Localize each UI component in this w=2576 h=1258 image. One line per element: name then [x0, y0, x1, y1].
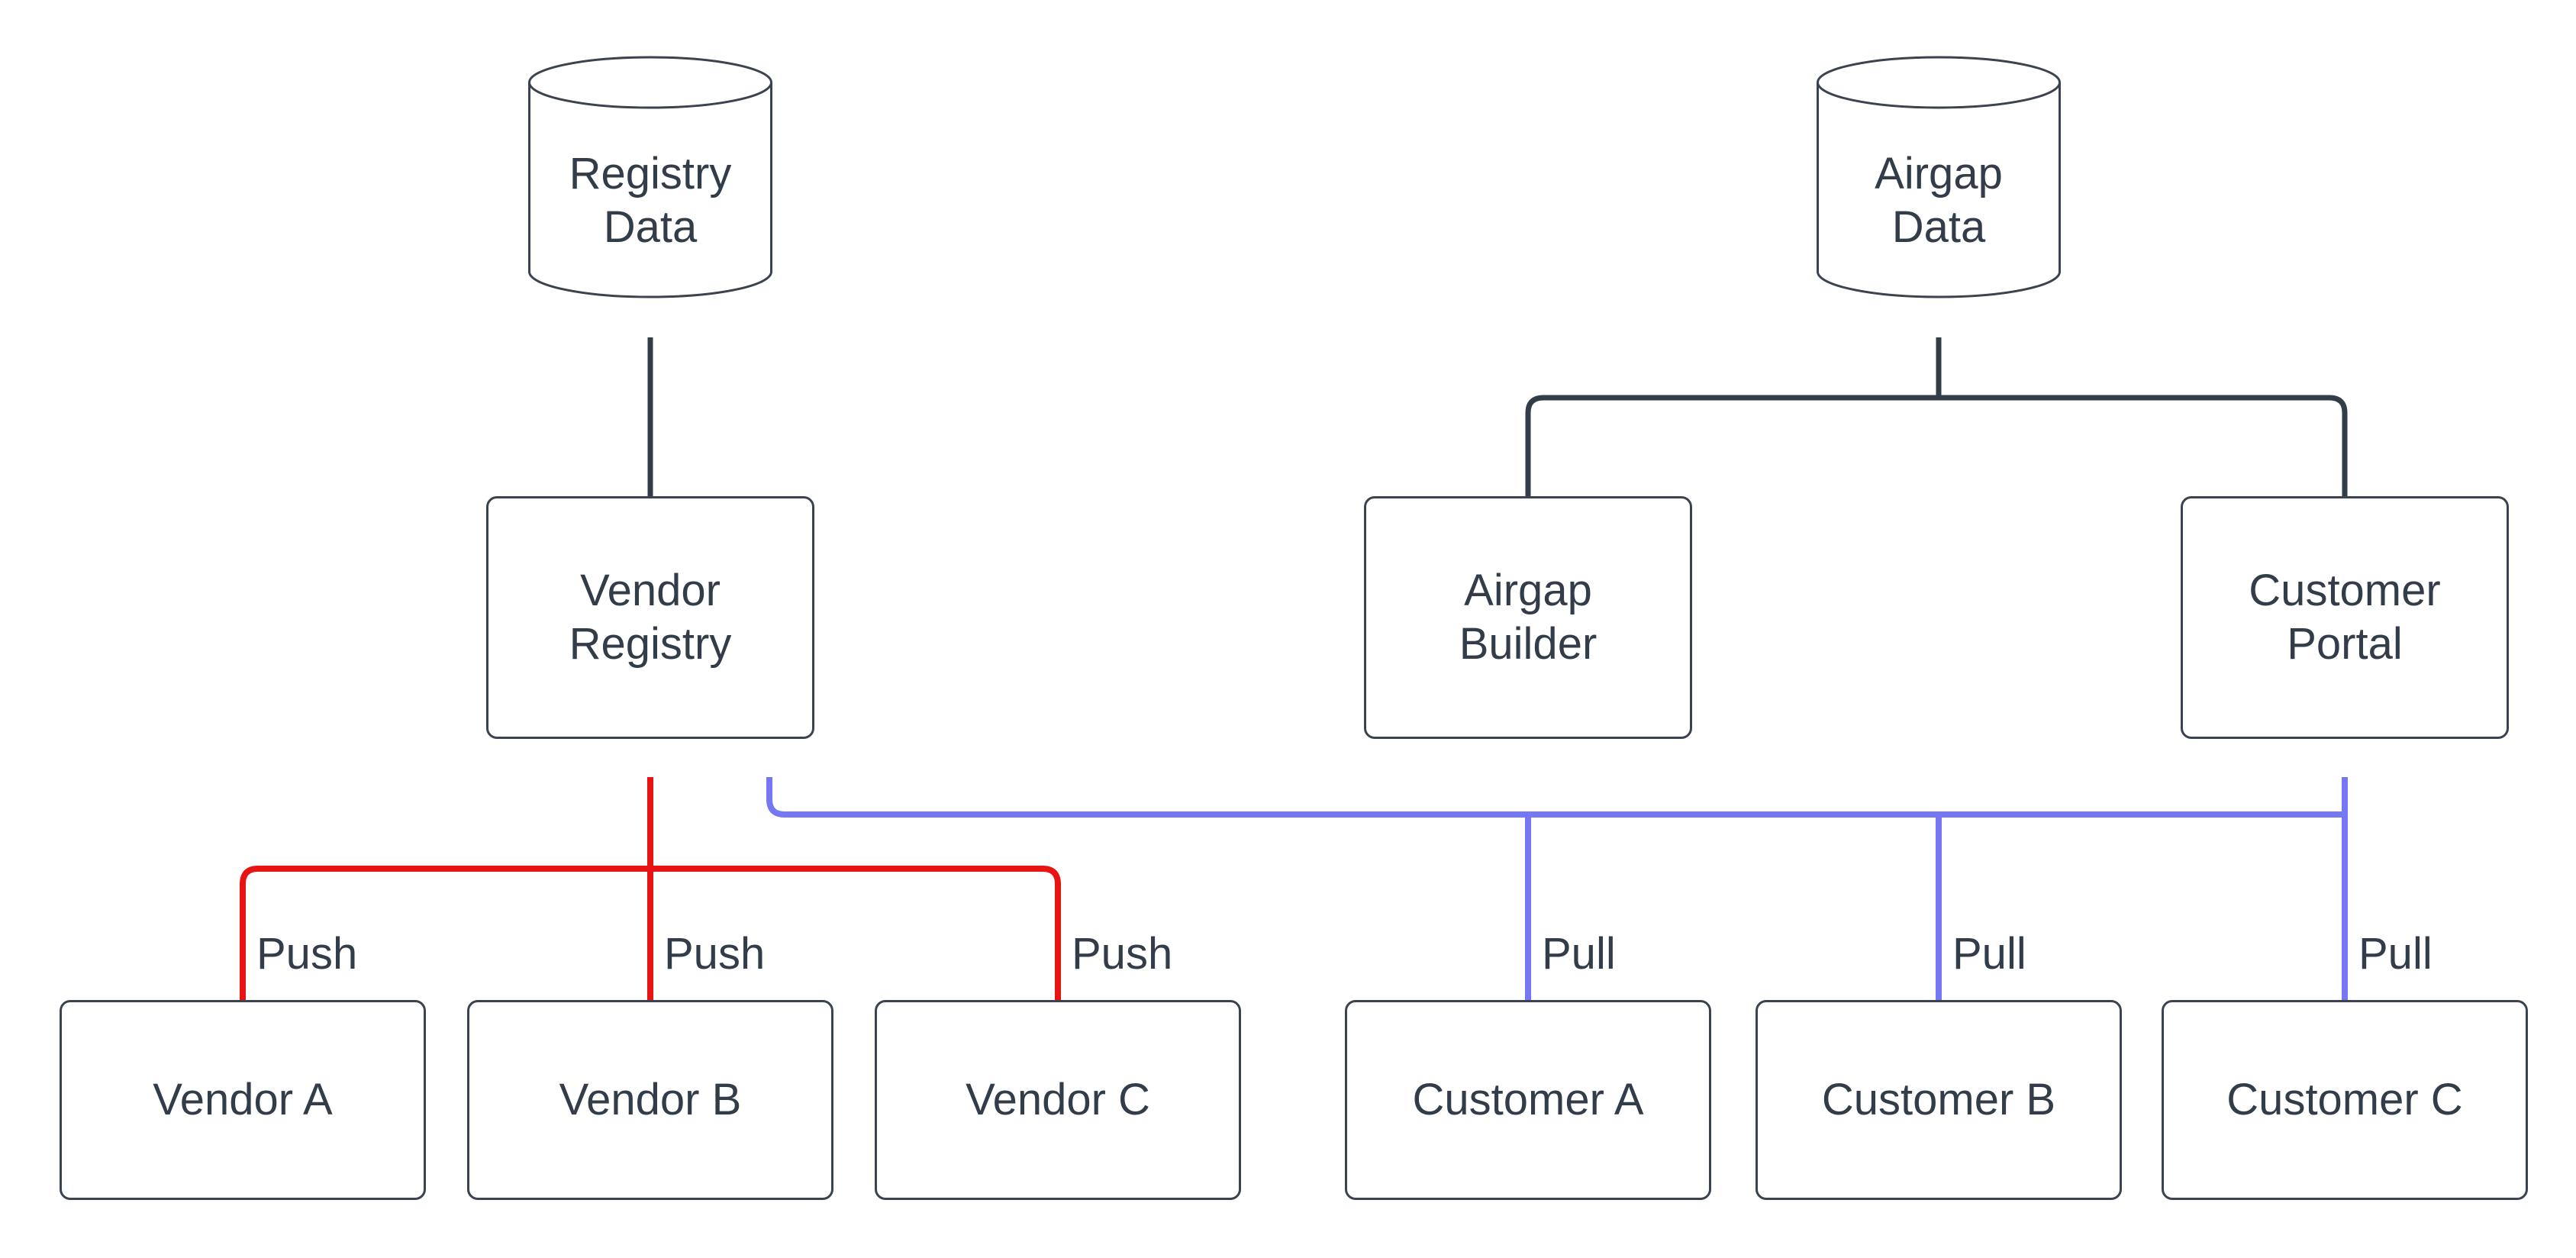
node-vendor-c: Vendor C: [875, 1000, 1241, 1200]
label-line: Airgap: [1875, 149, 2003, 198]
node-label: Registry Data: [527, 105, 773, 296]
label-line: Builder: [1459, 619, 1598, 669]
label-line: Vendor: [580, 566, 721, 615]
node-registry-data: Registry Data: [527, 55, 773, 299]
node-vendor-b: Vendor B: [467, 1000, 833, 1200]
label-line: Data: [1891, 202, 1986, 252]
node-airgap-builder: Airgap Builder: [1364, 496, 1692, 739]
edge-label-pull-customer-b: Pull: [1952, 929, 2026, 979]
node-customer-c: Customer C: [2162, 1000, 2528, 1200]
edge-customer-portal-to-airgap-data: [1939, 395, 2348, 496]
cylinder-shape: [528, 56, 772, 298]
node-customer-b: Customer B: [1755, 1000, 2122, 1200]
label-line: Portal: [2287, 619, 2403, 669]
node-vendor-a: Vendor A: [60, 1000, 426, 1200]
label-line: Customer B: [1821, 1075, 2056, 1124]
label-line: Customer C: [2226, 1075, 2463, 1124]
edge-label-pull-customer-c: Pull: [2358, 929, 2433, 979]
arrowhead-vendor-registry-pull: [756, 742, 783, 779]
label-line: Registry: [569, 619, 732, 669]
edge-airgap-builder-to-airgap-data: [1525, 395, 1939, 496]
label-line: Customer A: [1412, 1075, 1644, 1124]
node-airgap-data: Airgap Data: [1816, 55, 2062, 299]
arrowhead-airgap-data: [1926, 300, 1952, 337]
arrowhead-vendor-registry-push: [637, 742, 664, 779]
label-line: Vendor A: [153, 1075, 333, 1124]
label-line: Vendor B: [559, 1075, 742, 1124]
label-line: Data: [603, 202, 698, 252]
edge-label-push-vendor-b: Push: [664, 929, 766, 979]
node-customer-portal: Customer Portal: [2181, 496, 2509, 739]
arrowhead-customer-portal-pull: [2331, 742, 2358, 779]
label-line: Vendor C: [966, 1075, 1150, 1124]
node-customer-a: Customer A: [1345, 1000, 1711, 1200]
edge-label-pull-customer-a: Pull: [1542, 929, 1616, 979]
edge-label-push-vendor-c: Push: [1072, 929, 1173, 979]
cylinder-shape: [1817, 56, 2061, 298]
label-line: Airgap: [1464, 566, 1592, 615]
edge-label-push-vendor-a: Push: [256, 929, 358, 979]
label-line: Customer: [2249, 566, 2441, 615]
arrowhead-registry-data: [637, 300, 663, 337]
node-label: Airgap Data: [1816, 105, 2062, 296]
node-vendor-registry: Vendor Registry: [486, 496, 814, 739]
edge-pull-bus: [766, 777, 2345, 818]
label-line: Registry: [569, 149, 732, 198]
